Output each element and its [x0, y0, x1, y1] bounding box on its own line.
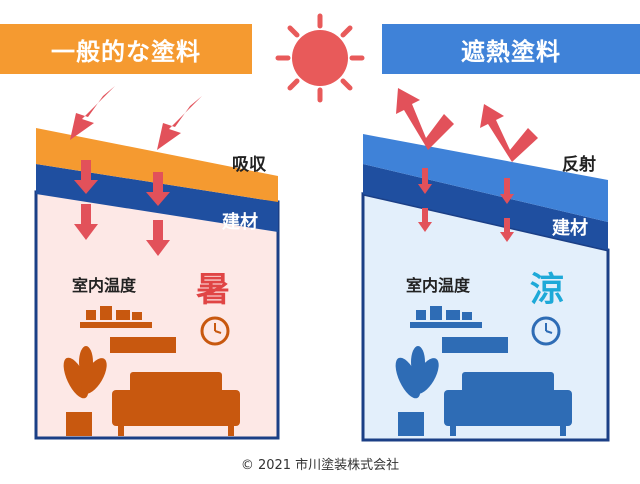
right-roof-label: 反射	[562, 155, 596, 175]
right-room-temp-label: 室内温度	[406, 276, 471, 295]
left-incoming-arrows	[70, 86, 202, 150]
left-room-temp-value: 暑	[196, 270, 230, 310]
left-roof-layer	[36, 128, 278, 202]
left-furniture	[63, 306, 240, 436]
right-reflect-arrows	[396, 88, 538, 162]
left-roof-label: 吸収	[232, 155, 266, 175]
right-roof-layer	[363, 134, 608, 222]
right-banner: 遮熱塗料	[382, 24, 640, 74]
right-furniture	[395, 306, 572, 436]
sun-icon	[275, 13, 365, 103]
right-room-temp-value: 涼	[530, 270, 564, 310]
right-material-label: 建材	[552, 218, 588, 239]
left-room-temp-label: 室内温度	[72, 276, 137, 295]
right-small-arrows	[418, 168, 514, 242]
left-banner: 一般的な塗料	[0, 24, 252, 74]
left-penetrating-arrows	[74, 160, 170, 256]
left-material-label: 建材	[222, 212, 258, 233]
copyright-text: © 2021 市川塗装株式会社	[240, 458, 400, 473]
